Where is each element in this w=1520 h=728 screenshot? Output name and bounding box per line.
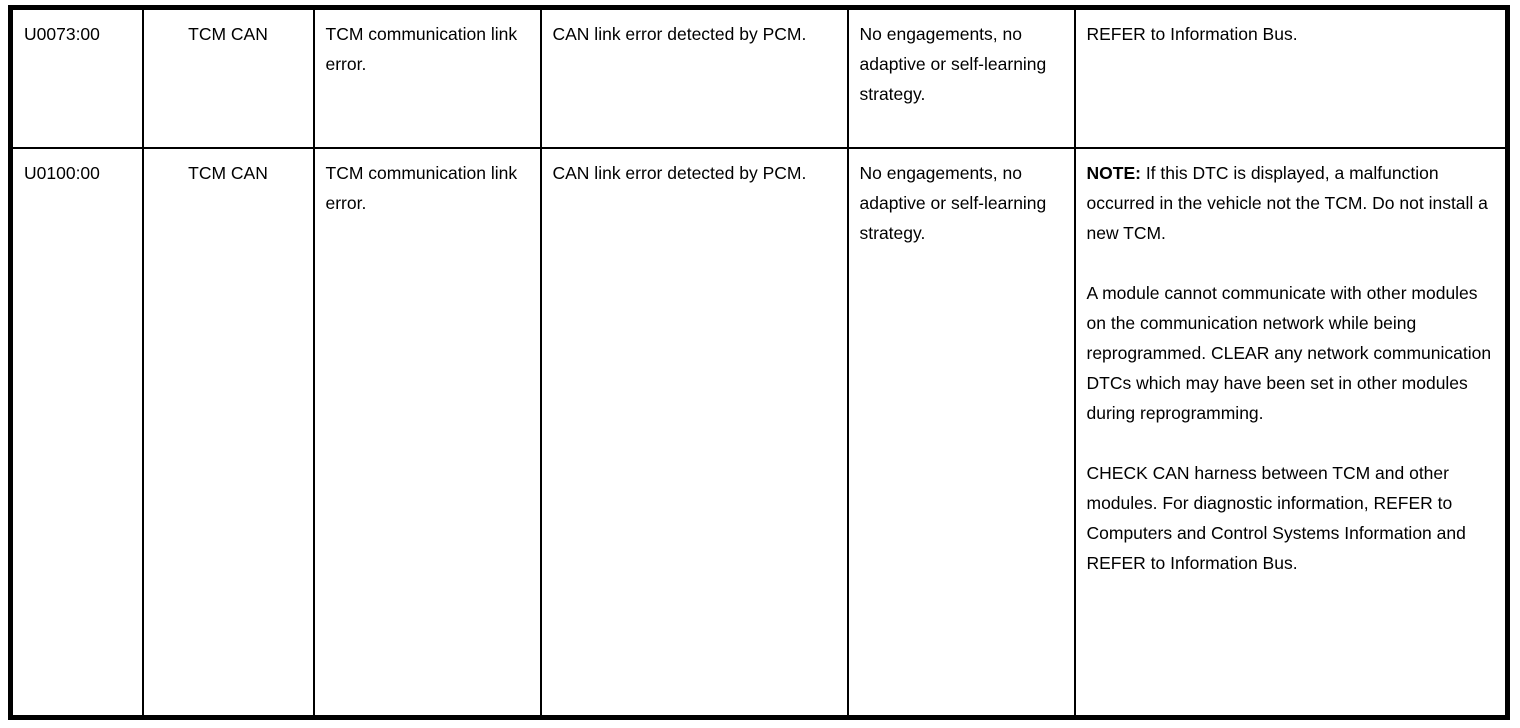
action-paragraph: CHECK CAN harness between TCM and other …	[1087, 458, 1495, 578]
cell-description: TCM communication link error.	[312, 6, 542, 150]
action-paragraph: A module cannot communicate with other m…	[1087, 278, 1495, 428]
table-row: U0100:00 TCM CAN TCM communication link …	[9, 147, 1509, 719]
cell-system: TCM CAN	[141, 6, 315, 150]
cell-dtc-code: U0073:00	[9, 6, 144, 150]
action-paragraph: REFER to Information Bus.	[1087, 19, 1495, 49]
action-paragraph-text: If this DTC is displayed, a malfunction …	[1086, 163, 1488, 244]
cell-effect: No engagements, no adaptive or self-lear…	[846, 147, 1076, 719]
action-paragraph-lead: NOTE:	[1086, 163, 1141, 184]
action-paragraph-text: REFER to Information Bus.	[1086, 24, 1298, 44]
cell-condition: CAN link error detected by PCM.	[539, 147, 849, 719]
action-paragraph-text: A module cannot communicate with other m…	[1086, 283, 1492, 424]
dtc-table: U0073:00 TCM CAN TCM communication link …	[8, 5, 1510, 720]
table-row: U0073:00 TCM CAN TCM communication link …	[9, 6, 1509, 150]
cell-effect: No engagements, no adaptive or self-lear…	[846, 6, 1076, 150]
cell-dtc-code: U0100:00	[9, 147, 144, 719]
cell-action: REFER to Information Bus.	[1073, 6, 1509, 150]
cell-description: TCM communication link error.	[312, 147, 542, 719]
cell-system: TCM CAN	[141, 147, 315, 719]
action-paragraph-text: CHECK CAN harness between TCM and other …	[1086, 463, 1466, 574]
dtc-table-body: U0073:00 TCM CAN TCM communication link …	[9, 6, 1509, 719]
action-paragraph: NOTE: If this DTC is displayed, a malfun…	[1087, 158, 1495, 248]
cell-condition: CAN link error detected by PCM.	[539, 6, 849, 150]
cell-action: NOTE: If this DTC is displayed, a malfun…	[1073, 147, 1509, 719]
